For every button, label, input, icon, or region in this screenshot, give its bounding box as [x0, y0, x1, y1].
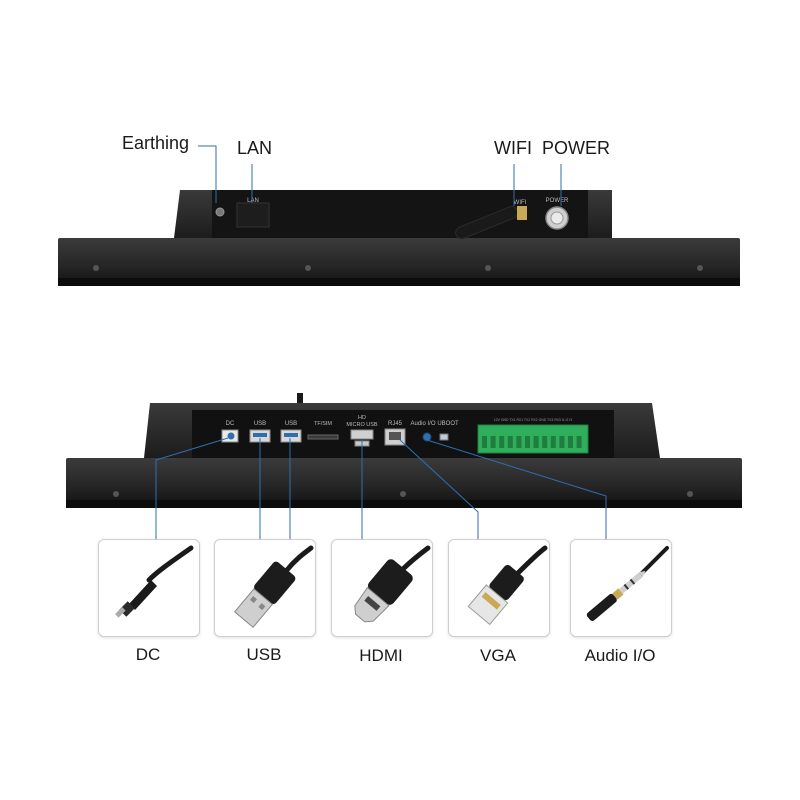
callout-wifi: WIFI: [494, 138, 532, 158]
terminal-pin: [559, 436, 565, 448]
terminal-pin: [550, 436, 556, 448]
tf-sim-label: TF/SIM: [314, 421, 332, 427]
callout-line-dc: [155, 437, 229, 540]
cable-box-usb: [214, 539, 316, 637]
screw: [113, 491, 119, 497]
tf-sim-slot: [307, 434, 339, 440]
screw: [687, 491, 693, 497]
top-frame: [58, 238, 740, 284]
hd-label: HD: [358, 415, 366, 421]
terminal-pin: [499, 436, 505, 448]
hdmi-plug-icon: [354, 545, 431, 623]
terminal-pin: [490, 436, 496, 448]
vga-plug-icon: [467, 545, 548, 626]
top-frame-edge: [58, 278, 740, 286]
terminal-pin: [542, 436, 548, 448]
caption-vga: VGA: [480, 646, 516, 665]
lan-port: [236, 202, 270, 228]
terminal-pin: [533, 436, 539, 448]
callout-line-audio: [426, 439, 607, 540]
rj45-socket: [389, 432, 401, 440]
uboot-label: UBOOT: [437, 421, 459, 427]
callout-power: POWER: [542, 138, 611, 158]
terminal-pin: [568, 436, 573, 448]
usb-plug-icon: [233, 545, 314, 628]
uboot-button: [439, 433, 449, 441]
terminal-pin: [525, 436, 530, 448]
audio-plug-icon: [586, 546, 669, 621]
cable-box-dc: [98, 539, 200, 637]
terminal-pin: [516, 436, 522, 448]
antenna-connector: [517, 206, 527, 220]
screw: [485, 265, 491, 271]
cable-box-audio: [570, 539, 672, 637]
caption-hdmi: HDMI: [359, 646, 403, 665]
terminal-label: 12V GND TX1 RX1 TX2 RX2 GND TX3 RX3 I1 I…: [494, 418, 572, 422]
screw: [93, 265, 99, 271]
terminal-pin: [482, 436, 487, 448]
callout-line-earthing: [198, 145, 217, 203]
wifi-port-label: WIFI: [514, 200, 527, 206]
caption-dc: DC: [135, 645, 161, 664]
terminal-pins: [482, 436, 582, 448]
cable-box-hdmi: [331, 539, 433, 637]
earthing-post: [215, 207, 225, 217]
caption-audio: Audio I/O: [584, 646, 656, 665]
lan-port-label: LAN: [247, 198, 259, 204]
terminal-pin: [507, 436, 513, 448]
power-port-label: POWER: [546, 198, 569, 204]
dc-jack-icon: [227, 432, 235, 440]
caption-usb: USB: [246, 645, 282, 664]
bottom-frame-edge: [66, 500, 742, 508]
screw: [305, 265, 311, 271]
cable-box-vga: [448, 539, 550, 637]
audio-io-label: Audio I/O: [410, 421, 435, 427]
usb-port-1-tongue: [253, 433, 267, 437]
screw: [400, 491, 406, 497]
callout-lan: LAN: [237, 138, 273, 158]
screw: [697, 265, 703, 271]
dc-plug-icon: [115, 545, 194, 618]
audio-jack: [422, 432, 432, 442]
dc-port-label: DC: [226, 421, 235, 427]
terminal-block: [477, 424, 589, 454]
terminal-pin: [576, 436, 582, 448]
hdmi-port: [350, 429, 374, 440]
top-view-device: LAN WIFI POWER: [58, 145, 740, 286]
usb1-port-label: USB: [254, 421, 266, 427]
usb2-port-label: USB: [285, 421, 297, 427]
antenna-stub: [297, 393, 303, 405]
rj45-label: RJ45: [388, 421, 403, 427]
power-icon: [550, 211, 564, 225]
bottom-frame: [66, 458, 742, 504]
callout-earthing: Earthing: [122, 133, 190, 153]
callout-line-vga: [399, 439, 479, 540]
usb-port-2-tongue: [284, 433, 298, 437]
bottom-view-device: DC USB USB TF/SIM HD MICRO USB RJ45 Audi…: [66, 393, 742, 540]
micro-usb-label: MICRO USB: [346, 422, 378, 428]
